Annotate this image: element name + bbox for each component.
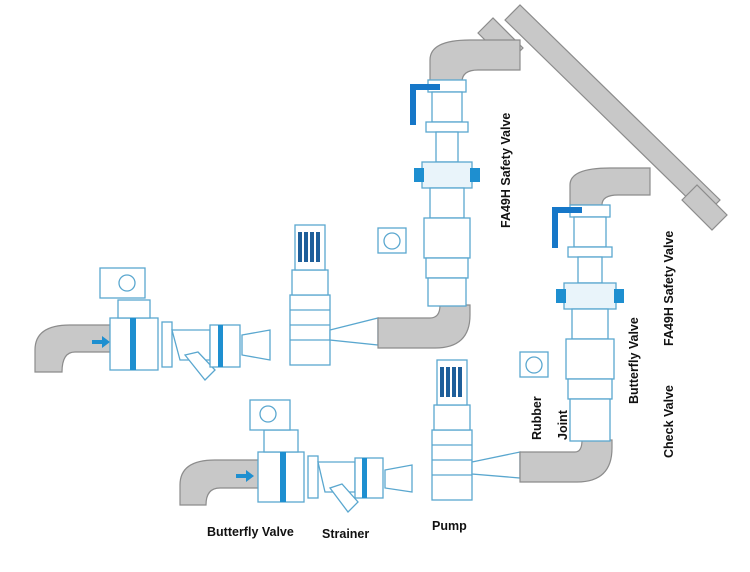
rubber-joint-label-a: Rubber <box>530 396 544 440</box>
handle-icon <box>410 84 440 125</box>
upper-pump-line <box>34 79 480 381</box>
fa49h-safety-valve-label-upper: FA49H Safety Valve <box>499 112 513 228</box>
check-valve-label: Check Valve <box>662 385 676 458</box>
lower-pump-line <box>179 204 624 513</box>
handle-icon <box>552 207 582 248</box>
pump-label: Pump <box>432 519 467 533</box>
rubber-joint-label-b: Joint <box>556 410 570 440</box>
butterfly-valve-label-vertical: Butterfly Valve <box>627 317 641 404</box>
butterfly-valve-label-bottom: Butterfly Valve <box>207 525 294 539</box>
flow-arrow-icon <box>236 470 254 482</box>
flow-arrow-icon <box>92 336 110 348</box>
strainer-label: Strainer <box>322 527 370 541</box>
header-pipe <box>429 4 728 231</box>
fa49h-safety-valve-label-lower: FA49H Safety Valve <box>662 230 676 346</box>
